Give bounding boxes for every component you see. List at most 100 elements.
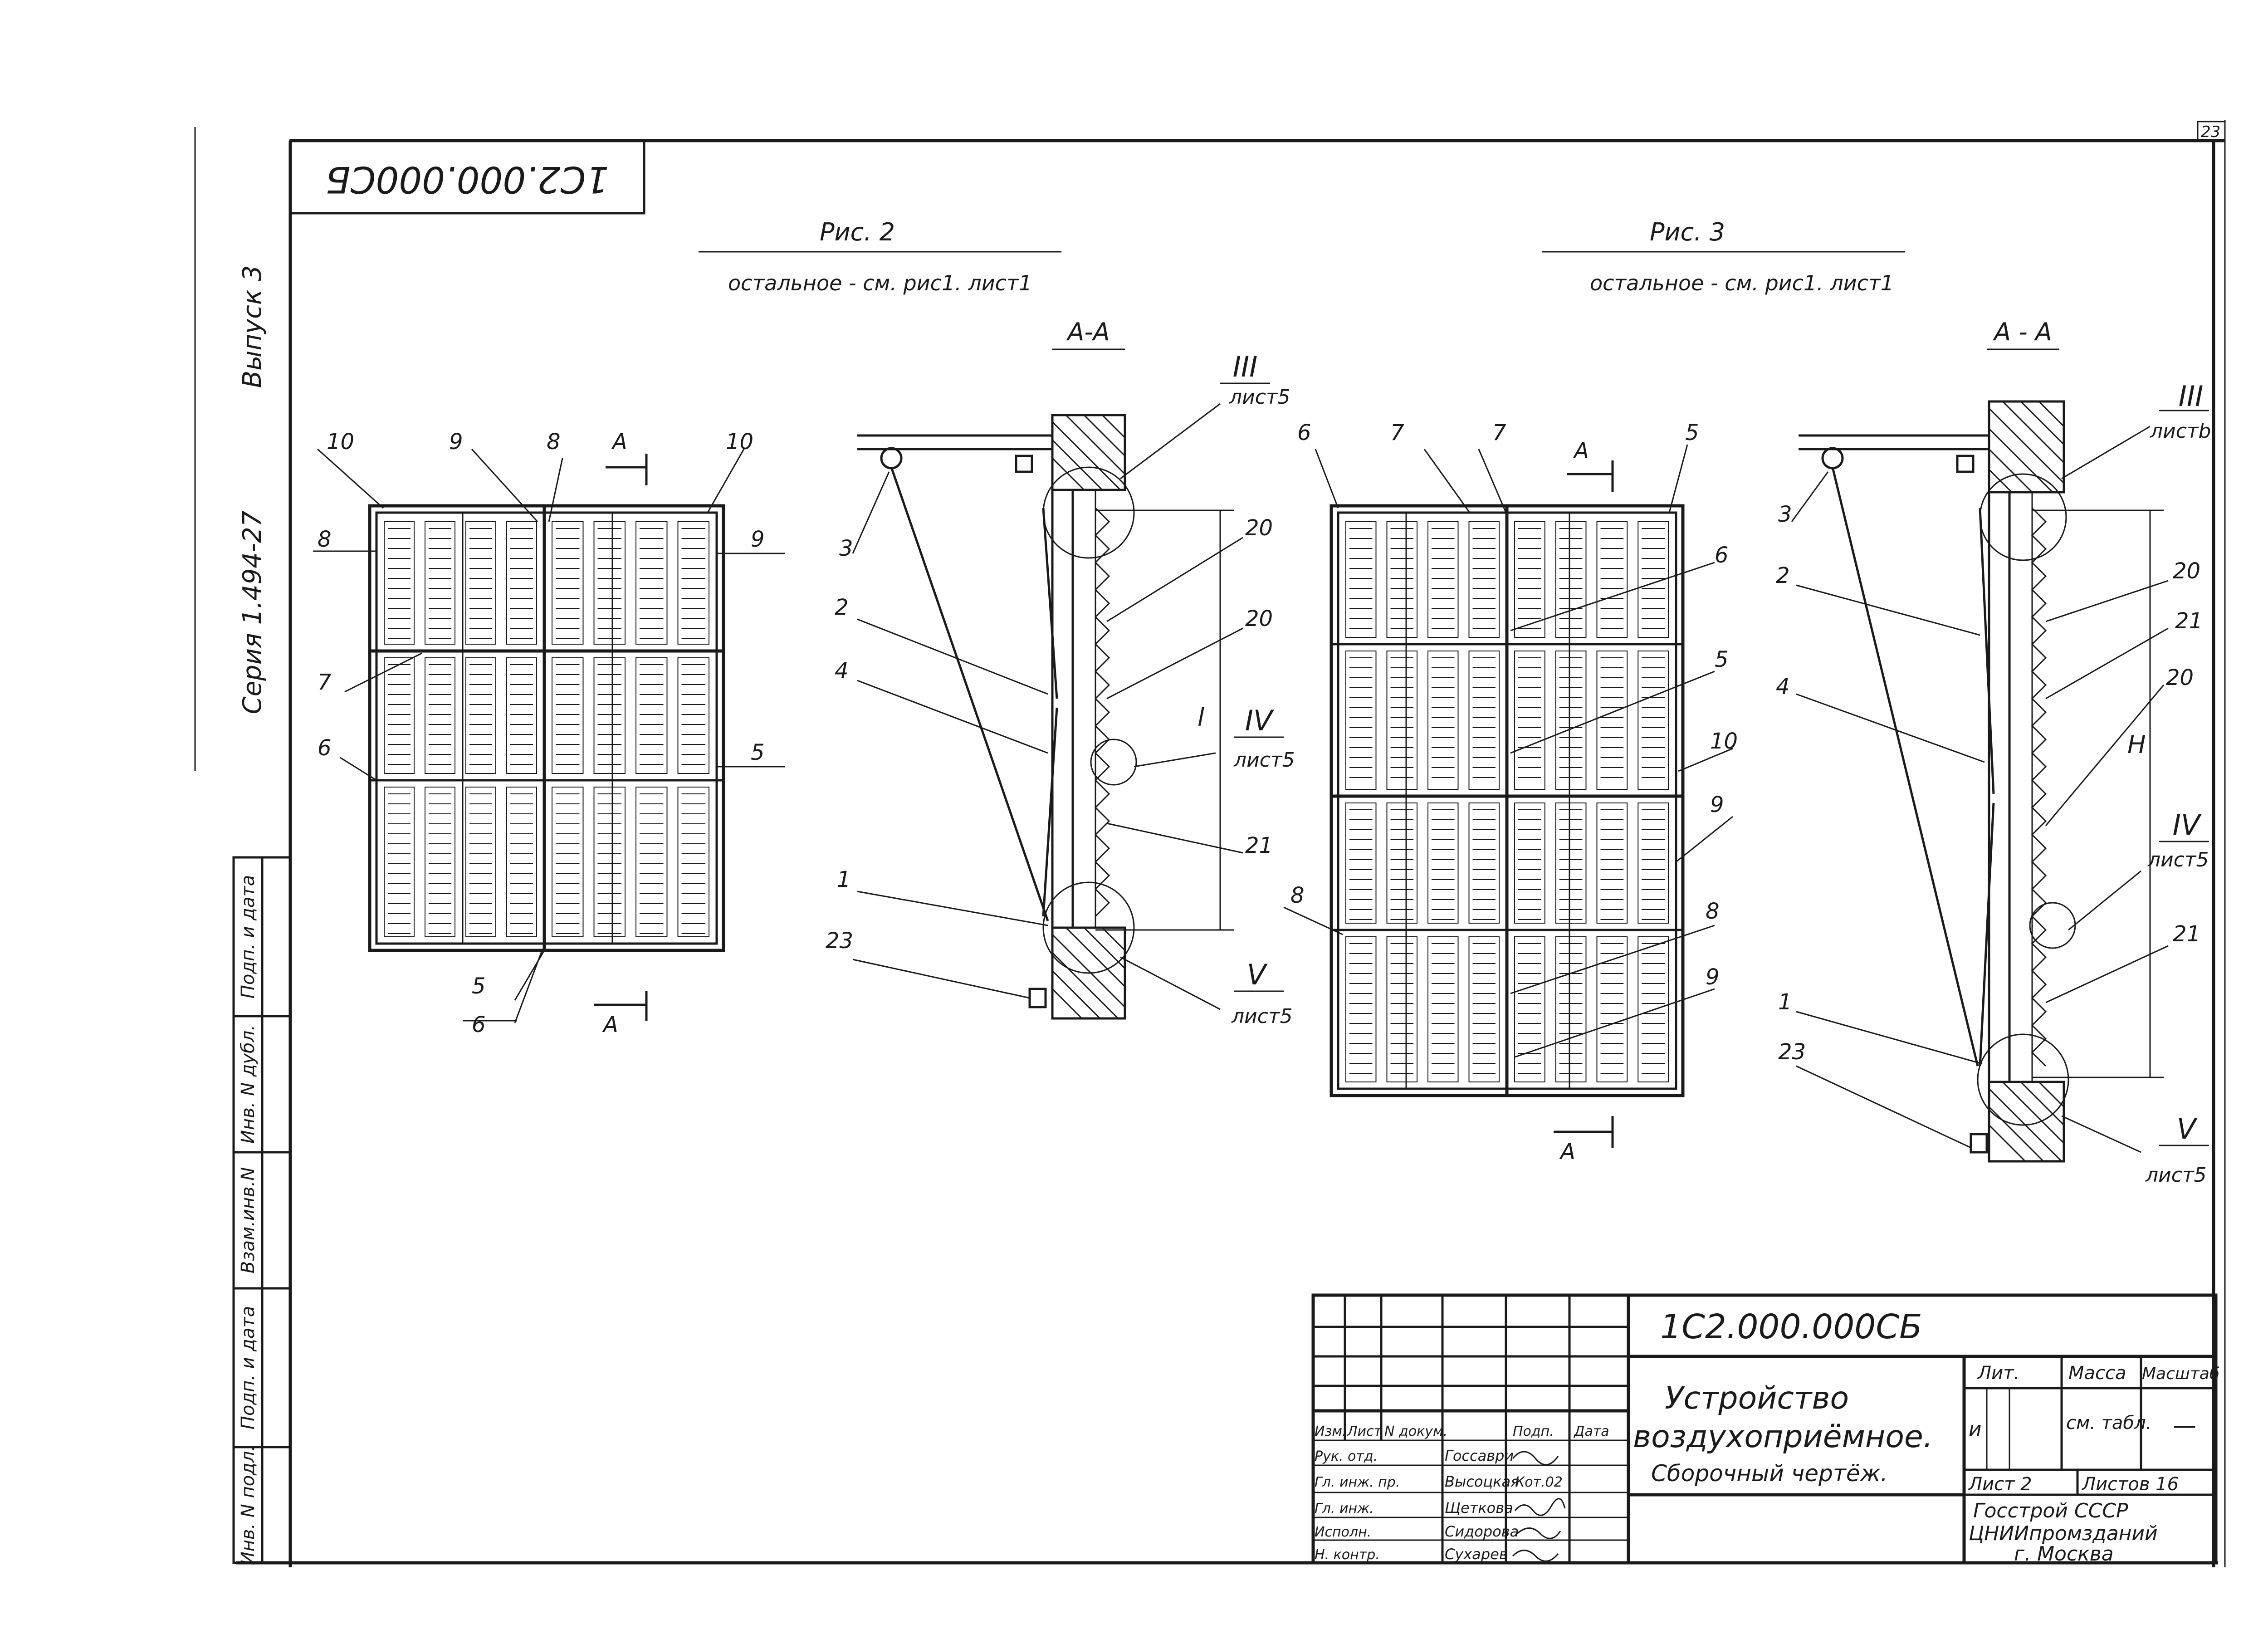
louvre-cell	[1637, 936, 1669, 1082]
side-table-cell-2: Инв. N дубл.	[238, 1025, 259, 1144]
fig3-section-view: H 3 2 4 1 23 20 21 20 21 III листb IV ли…	[1776, 380, 2211, 1187]
col-header-doc: N докум.	[1384, 1424, 1447, 1439]
louvre-cell	[465, 657, 496, 774]
louvre-cell	[1555, 521, 1587, 638]
louvre-cell	[1386, 651, 1418, 790]
col-header-izm: Изм.	[1315, 1424, 1347, 1439]
fig3-detail-III-sheet: листb	[2150, 420, 2211, 443]
louvre-cell	[425, 787, 455, 937]
fig2-cut-mark-top: A	[611, 429, 627, 455]
louvre-cell	[1468, 651, 1500, 790]
side-labels: Выпуск 3 Серия 1.494-27	[238, 265, 267, 714]
fig2-callout-23: 23	[826, 928, 853, 954]
fig3-cut-mark-bottom: A	[1559, 1139, 1575, 1164]
louvre-cell	[677, 521, 709, 645]
fig3-detail-IV-sheet: лист5	[2147, 848, 2209, 871]
stamp-top-text: 1С2.000.000СБ	[326, 158, 609, 201]
louvre-cell	[552, 521, 584, 645]
louvre-cell	[1345, 651, 1377, 790]
louvre-cell	[1427, 802, 1459, 924]
louvre-cell	[465, 787, 496, 937]
name-line-2: воздухоприёмное.	[1633, 1419, 1933, 1455]
louvre-cell	[506, 657, 537, 774]
louvre-cell	[1468, 521, 1500, 638]
fig2-cut-mark-bottom: A	[602, 1012, 618, 1037]
fig2-detail-V: V	[1247, 958, 1268, 991]
fig3-detail-V-sheet: лист5	[2145, 1164, 2207, 1187]
fig2-title: Рис. 2	[820, 218, 895, 246]
louvre-cell	[384, 521, 415, 645]
fig3-section-label: A - A	[1993, 318, 2052, 346]
fig3-callout-21a: 21	[2175, 608, 2203, 634]
side-table-cell-4: Подп. и дата	[238, 1306, 259, 1429]
louvre-cell	[1386, 802, 1418, 924]
fig3-front-view: 6 7 7 A 5 6 5 10 9 8 8 9 A	[1283, 420, 1738, 1164]
louvre-cell	[1468, 936, 1500, 1082]
vypusk-label: Выпуск 3	[238, 265, 267, 388]
fig3-detail-V: V	[2177, 1112, 2198, 1145]
fig3-callout-21b: 21	[2173, 921, 2200, 947]
fig2-heading: Рис. 2 остальное - см. рис1. лист1 A-A	[699, 218, 1125, 350]
signature-date: Кот.02	[1515, 1474, 1563, 1490]
fig2-callout-4: 4	[835, 658, 849, 684]
fig2-callout-10b: 10	[726, 429, 753, 455]
fig2-callout-5b: 5	[472, 974, 486, 999]
fig2-callout-20a: 20	[1245, 515, 1273, 541]
louvre-cell	[635, 787, 668, 937]
fig3-detail-III: III	[2179, 380, 2204, 413]
louvre-cell	[1637, 802, 1669, 924]
fig2-louvre-slats	[384, 521, 709, 937]
fig2-section-label: A-A	[1066, 318, 1110, 346]
louvre-cell	[425, 521, 455, 645]
fig3-heading: Рис. 3 остальное - см. рис1. лист1 A - A	[1542, 218, 2059, 350]
series-label: Серия 1.494-27	[238, 510, 267, 714]
name-2: Высоцкая	[1445, 1473, 1519, 1490]
scale-header: Масштаб	[2142, 1365, 2219, 1383]
fig3-callout-6b: 6	[1715, 543, 1729, 568]
louvre-cell	[1555, 936, 1587, 1082]
louvre-cell	[1514, 651, 1545, 790]
fig2-callout-9b: 9	[751, 527, 765, 552]
fig3-note: остальное - см. рис1. лист1	[1590, 271, 1894, 295]
side-table: Подп. и дата Инв. N дубл. Взам.инв.N Под…	[232, 856, 292, 1565]
col-header-list: Лист	[1347, 1424, 1383, 1439]
fig3-callout-20a: 20	[2173, 558, 2200, 584]
louvre-cell	[1596, 802, 1628, 924]
fig3-callout-9a: 9	[1710, 792, 1724, 817]
louvre-cell	[1555, 651, 1587, 790]
louvre-cell	[1386, 936, 1418, 1082]
louvre-cell	[1637, 651, 1669, 790]
louvre-cell	[677, 657, 709, 774]
fig2-callout-20b: 20	[1245, 606, 1273, 631]
title-block: 1С2.000.000СБ Изм. Лист N докум. Подп. Д…	[1311, 1293, 2219, 1566]
fig3-callout-8b: 8	[1706, 899, 1720, 924]
fig3-callout-7a: 7	[1390, 420, 1404, 445]
stamp-top: 1С2.000.000СБ	[289, 139, 645, 215]
louvre-cell	[384, 657, 415, 774]
louvre-cell	[384, 787, 415, 937]
col-header-sign: Подп.	[1513, 1424, 1554, 1439]
scale-value: —	[2173, 1412, 2196, 1439]
mass-value: см. табл.	[2066, 1413, 2151, 1434]
fig3-callout-1: 1	[1778, 989, 1792, 1015]
louvre-cell	[1596, 936, 1628, 1082]
louvre-cell	[1468, 802, 1500, 924]
signature-scribbles	[1512, 1451, 1566, 1562]
fig2-section-view: l 3 2 4 1 23 20 20 21 III лист5 IV лист5…	[826, 350, 1295, 1028]
org-line-1: Госстрой СССР	[1973, 1499, 2128, 1522]
louvre-cell	[425, 657, 455, 774]
mass-header: Масса	[2068, 1363, 2126, 1384]
name-5: Сухарев	[1445, 1546, 1508, 1563]
name-line-3: Сборочный чертёж.	[1651, 1460, 1888, 1487]
louvre-cell	[593, 521, 626, 645]
side-table-cell-1: Подп. и дата	[238, 875, 259, 998]
fig3-callout-9b: 9	[1706, 964, 1720, 990]
louvre-cell	[1427, 521, 1459, 638]
fig2-callout-3: 3	[839, 536, 853, 561]
col-header-date: Дата	[1573, 1424, 1609, 1439]
louvre-cell	[677, 787, 709, 937]
louvre-cell	[1345, 521, 1377, 638]
louvre-cell	[593, 787, 626, 937]
fig2-dim-l: l	[1198, 703, 1204, 732]
louvre-cell	[1637, 521, 1669, 638]
